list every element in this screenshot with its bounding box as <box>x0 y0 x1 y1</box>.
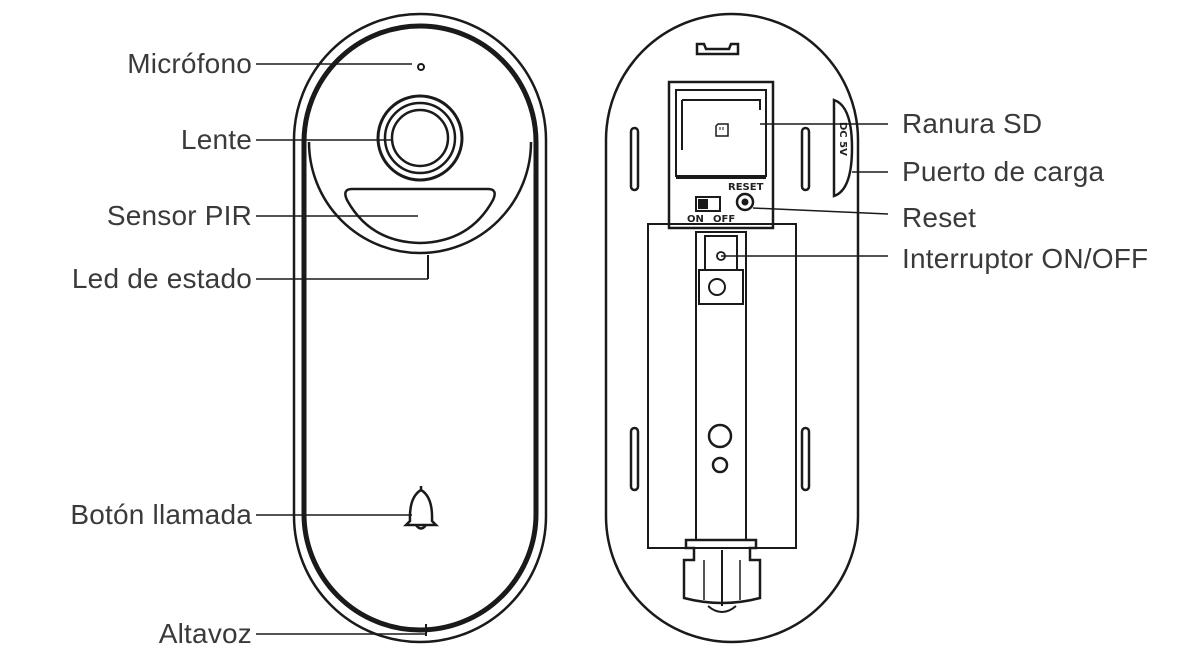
sd-card-icon <box>715 123 729 137</box>
label-sd-slot: Ranura SD <box>902 108 1042 139</box>
back-housing <box>604 12 860 644</box>
reset-marking: RESET <box>728 182 764 193</box>
off-marking: OFF <box>713 214 735 225</box>
screw-hole-small <box>711 456 729 474</box>
center-rail <box>695 231 747 541</box>
lens-outer <box>376 94 464 182</box>
bottom-notch <box>707 605 737 613</box>
microphone-hole <box>417 63 425 71</box>
top-clip <box>695 42 740 56</box>
front-leaders <box>256 63 428 635</box>
rail-top-tab <box>704 235 738 271</box>
label-status-led: Led de estado <box>72 263 252 294</box>
reset-button-core <box>741 198 749 206</box>
top-compartment <box>667 80 775 230</box>
bell-icon <box>402 486 440 530</box>
rail-bracket-hole <box>708 278 726 296</box>
front-view <box>292 12 548 644</box>
label-call-button: Botón llamada <box>70 499 252 530</box>
sd-slot-frame <box>675 89 767 177</box>
label-reset: Reset <box>902 202 976 233</box>
label-power-switch: Interruptor ON/OFF <box>902 243 1148 274</box>
on-marking: ON <box>687 214 704 225</box>
mounting-frame <box>647 223 797 549</box>
back-view: DC 5V RESET ON OFF <box>604 12 860 644</box>
lens-ring <box>383 101 457 175</box>
power-switch <box>695 196 721 212</box>
leader-reset <box>752 207 889 215</box>
lens-glass <box>390 108 450 168</box>
screw-hole-large <box>707 423 733 449</box>
mount-slot-bottom-right <box>800 426 811 492</box>
label-microphone: Micrófono <box>127 48 252 79</box>
mount-slot-top-right <box>800 126 811 192</box>
bottom-connector <box>682 538 762 605</box>
pir-sensor <box>344 187 496 245</box>
power-switch-knob <box>698 199 708 209</box>
front-housing-outer <box>292 12 548 644</box>
label-speaker: Altavoz <box>159 618 252 649</box>
label-pir-sensor: Sensor PIR <box>107 200 252 231</box>
label-lens: Lente <box>181 124 252 155</box>
front-housing-inner <box>301 23 539 633</box>
charge-port <box>832 98 854 198</box>
camera-disc <box>307 141 533 255</box>
back-leaders <box>721 123 889 257</box>
mount-slot-bottom-left <box>629 426 640 492</box>
reset-button <box>735 192 755 212</box>
rail-bracket <box>698 269 744 305</box>
mount-slot-top-left <box>629 126 640 192</box>
dc-marking: DC 5V <box>837 122 848 156</box>
sd-slot-opening <box>681 99 761 150</box>
label-charge-port: Puerto de carga <box>902 156 1104 187</box>
